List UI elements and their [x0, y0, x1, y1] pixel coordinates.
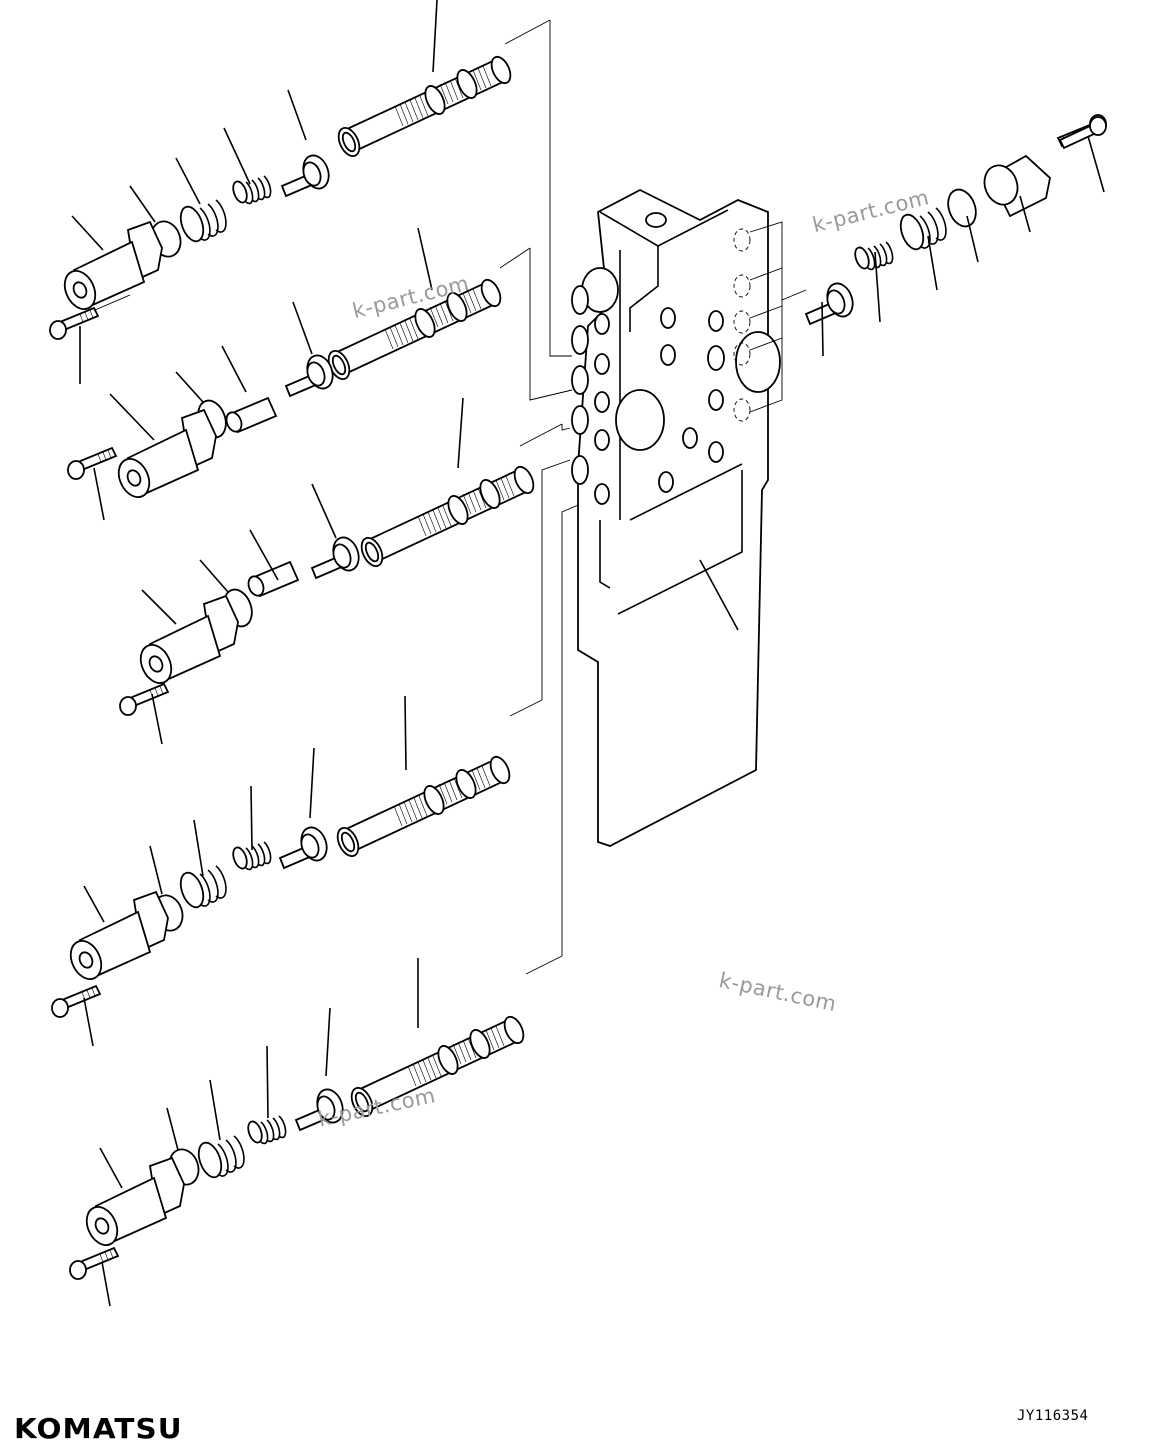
spool-assembly-5: [69, 955, 563, 1307]
spool-assembly-2: [67, 227, 531, 521]
brand-logo: KOMATSU: [14, 1412, 183, 1445]
spool-assembly-4: [51, 695, 543, 1047]
hidden-ports: [733, 228, 751, 422]
valve-ports-face: [615, 307, 781, 493]
valve-body: [571, 188, 807, 847]
spool-assembly-1: [49, 0, 551, 384]
relief-assembly-right: [805, 114, 1107, 357]
spool-assembly-3: [119, 397, 563, 745]
valve-ports-left: [571, 285, 610, 505]
drawing-code: JY116354: [1017, 1408, 1089, 1424]
